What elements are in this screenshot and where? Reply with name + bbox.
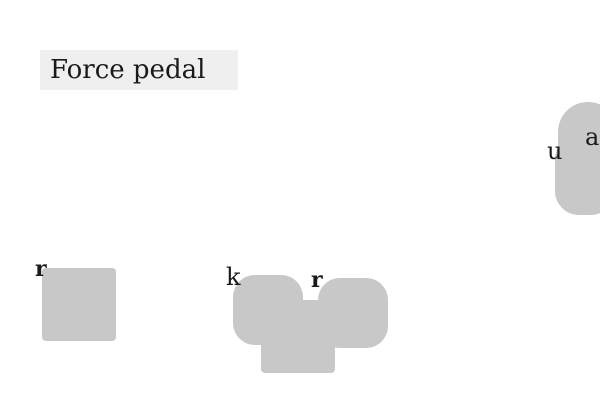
page-title-text: Force pedal [50,55,206,85]
label-u: u [547,137,563,165]
label-a: a [585,123,600,151]
cluster-lobe-left[interactable] [233,275,303,345]
blob-right-upper[interactable] [558,102,600,182]
square-left[interactable] [42,268,116,341]
label-r-center: r [311,267,323,293]
label-r-left: r [35,256,47,282]
cluster-lobe-right[interactable] [318,278,388,348]
page-title: Force pedal [40,50,238,90]
label-k: k [226,263,241,291]
